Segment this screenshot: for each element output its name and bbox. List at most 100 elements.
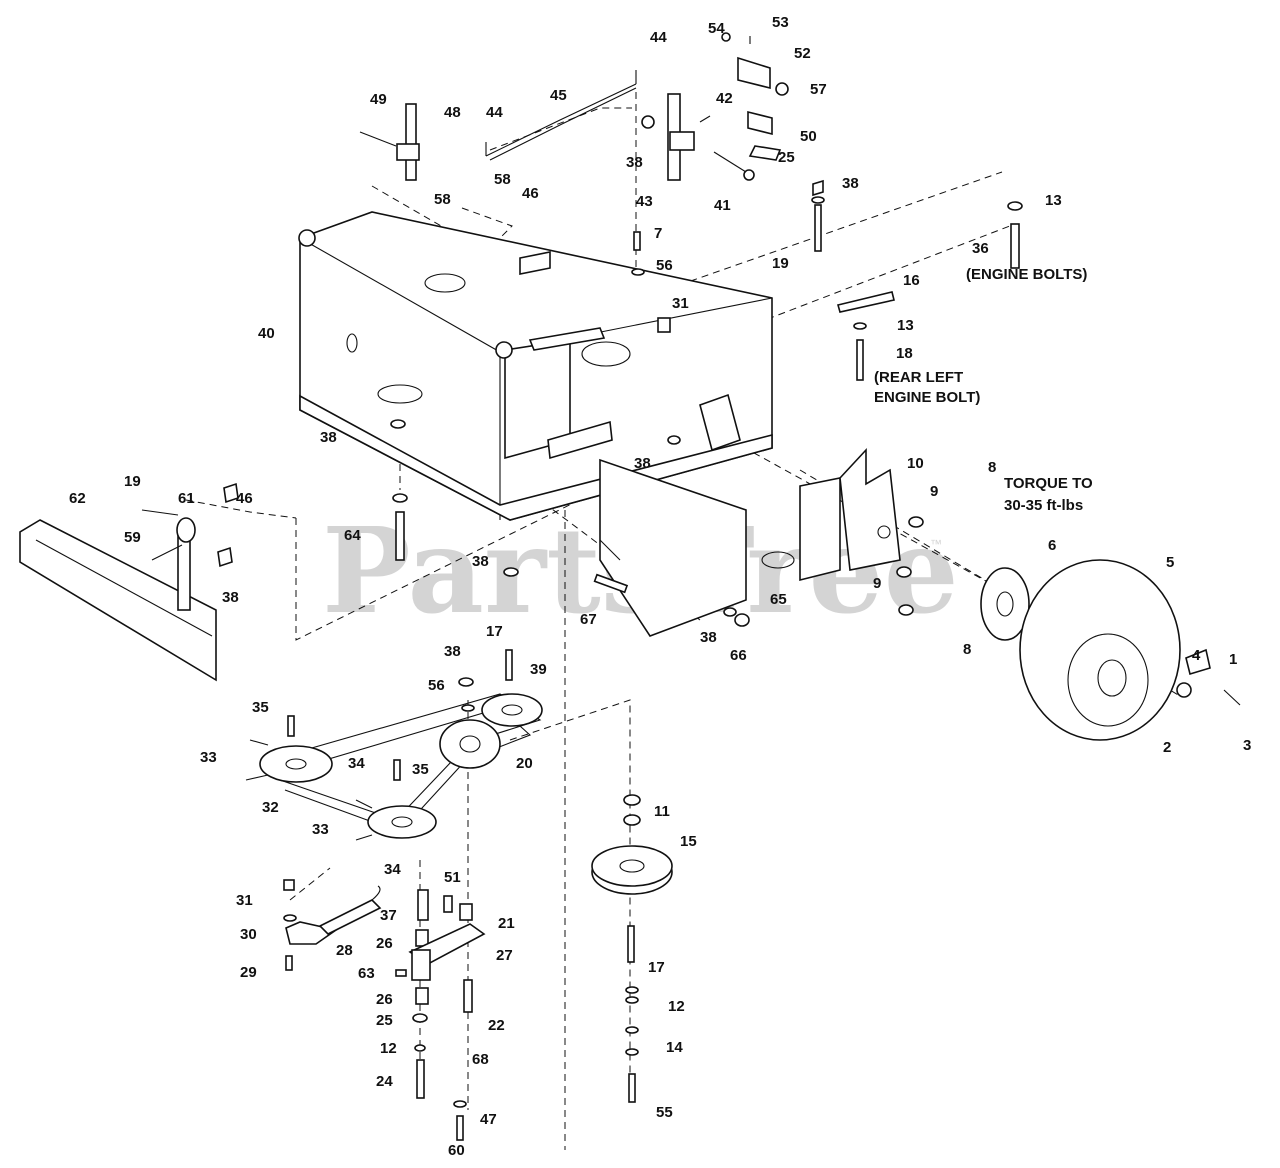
- callout-32: 32: [262, 799, 279, 816]
- note-rear-left-1: (REAR LEFT: [874, 369, 963, 386]
- callout-22: 22: [488, 1017, 505, 1034]
- callout-28: 28: [336, 942, 353, 959]
- callout-31: 31: [672, 295, 689, 312]
- callout-38: 38: [320, 429, 337, 446]
- callout-38: 38: [222, 589, 239, 606]
- watermark-trademark: ™: [930, 537, 942, 551]
- callout-53: 53: [772, 14, 789, 31]
- callout-45: 45: [550, 87, 567, 104]
- rear-guard: [19, 482, 239, 682]
- callout-54: 54: [708, 20, 725, 37]
- callout-30: 30: [240, 926, 257, 943]
- diagram-notes: (ENGINE BOLTS) (REAR LEFT ENGINE BOLT) T…: [874, 266, 1093, 514]
- callout-19: 19: [772, 255, 789, 272]
- callout-3: 3: [1243, 737, 1251, 754]
- callout-63: 63: [358, 965, 375, 982]
- callout-46: 46: [522, 185, 539, 202]
- callout-52: 52: [794, 45, 811, 62]
- callout-47: 47: [480, 1111, 497, 1128]
- callout-56: 56: [428, 677, 445, 694]
- callout-38: 38: [444, 643, 461, 660]
- callout-24: 24: [376, 1073, 393, 1090]
- callout-9: 9: [930, 483, 938, 500]
- callout-58: 58: [434, 191, 451, 208]
- callout-33: 33: [200, 749, 217, 766]
- callout-13: 13: [897, 317, 914, 334]
- callout-66: 66: [730, 647, 747, 664]
- callout-67: 67: [580, 611, 597, 628]
- callout-57: 57: [810, 81, 827, 98]
- callout-labels: 1 2 3 4 5 6 7 8 8 9 9 10 11 12 12 13 13 …: [69, 14, 1251, 1159]
- callout-11: 11: [654, 803, 670, 820]
- callout-46: 46: [236, 490, 253, 507]
- callout-39: 39: [530, 661, 547, 678]
- callout-36: 36: [972, 240, 989, 257]
- callout-56: 56: [656, 257, 673, 274]
- callout-29: 29: [240, 964, 257, 981]
- chassis-frame: [298, 211, 773, 521]
- note-torque-1: TORQUE TO: [1004, 475, 1093, 492]
- callout-33: 33: [312, 821, 329, 838]
- callout-27: 27: [496, 947, 513, 964]
- callout-35: 35: [412, 761, 429, 778]
- drive-pulley-stack: [591, 794, 673, 1103]
- callout-26: 26: [376, 991, 393, 1008]
- callout-21: 21: [498, 915, 515, 932]
- callout-15: 15: [680, 833, 697, 850]
- callout-42: 42: [716, 90, 733, 107]
- callout-13: 13: [1045, 192, 1062, 209]
- callout-64: 64: [344, 527, 361, 544]
- control-linkage: [359, 32, 789, 181]
- note-engine-bolts: (ENGINE BOLTS): [966, 266, 1087, 283]
- callout-17: 17: [648, 959, 665, 976]
- callout-7: 7: [654, 225, 662, 242]
- callout-20: 20: [516, 755, 533, 772]
- callout-59: 59: [124, 529, 141, 546]
- callout-44: 44: [650, 29, 667, 46]
- engine-hardware: [631, 179, 1023, 381]
- callout-25: 25: [778, 149, 795, 166]
- callout-18: 18: [896, 345, 913, 362]
- note-torque-2: 30-35 ft-lbs: [1004, 497, 1083, 514]
- callout-43: 43: [636, 193, 653, 210]
- callout-37: 37: [380, 907, 397, 924]
- callout-1: 1: [1229, 651, 1237, 668]
- callout-58: 58: [494, 171, 511, 188]
- callout-17: 17: [486, 623, 503, 640]
- callout-49: 49: [370, 91, 387, 108]
- callout-34: 34: [348, 755, 365, 772]
- callout-38: 38: [700, 629, 717, 646]
- callout-50: 50: [800, 128, 817, 145]
- callout-38: 38: [472, 553, 489, 570]
- idler-arm-assembly: [283, 879, 486, 1141]
- callout-55: 55: [656, 1104, 673, 1121]
- callout-26: 26: [376, 935, 393, 952]
- pulley-drive: [245, 649, 543, 841]
- callout-25: 25: [376, 1012, 393, 1029]
- callout-65: 65: [770, 591, 787, 608]
- callout-62: 62: [69, 490, 86, 507]
- callout-31: 31: [236, 892, 253, 909]
- callout-5: 5: [1166, 554, 1174, 571]
- callout-8-torque: 8: [988, 459, 996, 476]
- callout-8: 8: [963, 641, 971, 658]
- callout-35: 35: [252, 699, 269, 716]
- callout-68: 68: [472, 1051, 489, 1068]
- callout-12: 12: [668, 998, 685, 1015]
- callout-61: 61: [178, 490, 195, 507]
- callout-60: 60: [448, 1142, 465, 1159]
- callout-34: 34: [384, 861, 401, 878]
- callout-38: 38: [842, 175, 859, 192]
- callout-41: 41: [714, 197, 731, 214]
- callout-38: 38: [634, 455, 651, 472]
- callout-4: 4: [1192, 647, 1201, 664]
- center-hardware: [390, 419, 795, 637]
- note-rear-left-2: ENGINE BOLT): [874, 389, 980, 406]
- callout-10: 10: [907, 455, 924, 472]
- callout-6: 6: [1048, 537, 1056, 554]
- callout-51: 51: [444, 869, 461, 886]
- callout-2: 2: [1163, 739, 1171, 756]
- callout-38: 38: [626, 154, 643, 171]
- callout-19: 19: [124, 473, 141, 490]
